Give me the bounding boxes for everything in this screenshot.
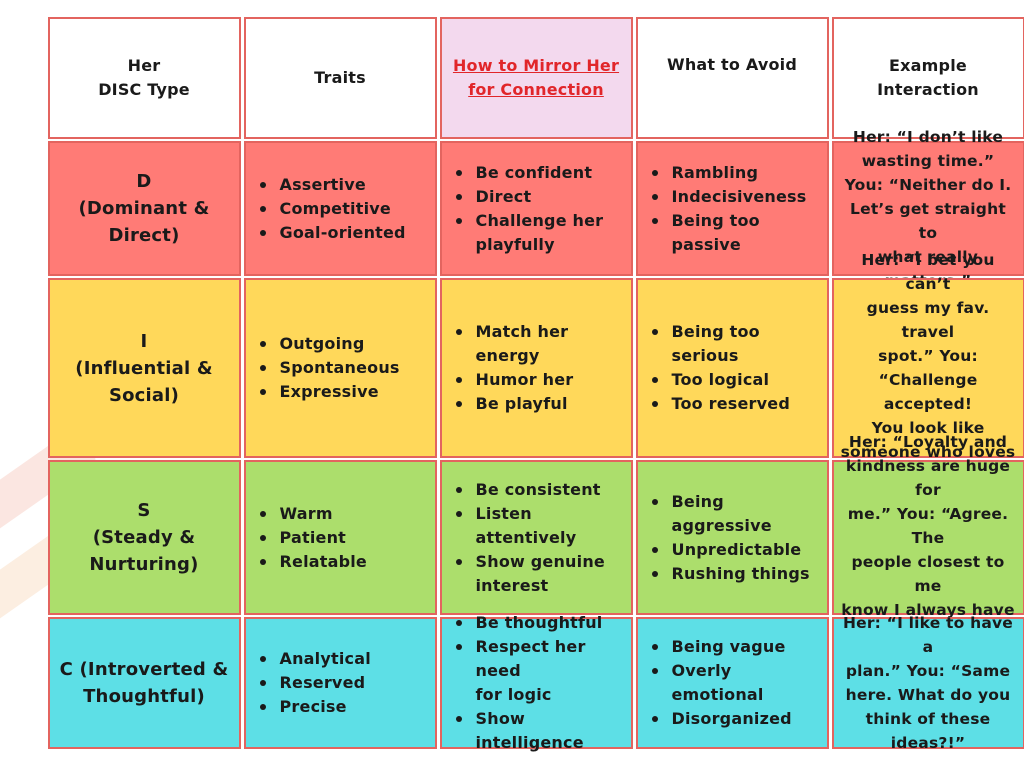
list-item: Rushing things xyxy=(651,562,821,586)
header-example: Example Interaction xyxy=(831,17,1024,139)
row-d-mirror: Be confident Direct Challenge her playfu… xyxy=(439,141,633,276)
list-item: Too reserved xyxy=(651,392,821,416)
row-i-traits: Outgoing Spontaneous Expressive xyxy=(243,278,437,458)
header-mirror-link[interactable]: How to Mirror Her for Connection xyxy=(452,56,620,99)
list-item: Direct xyxy=(455,185,625,209)
list-item: Patient xyxy=(259,526,429,550)
list-item: Goal-oriented xyxy=(259,221,429,245)
row-s-example: Her: “Loyalty and kindness are huge for … xyxy=(831,433,1024,643)
list-item: Warm xyxy=(259,502,429,526)
row-s-mirror: Be consistent Listen attentively Show ge… xyxy=(439,460,633,615)
list-item: Overly emotional xyxy=(651,659,821,707)
list-item: Spontaneous xyxy=(259,356,429,380)
row-d-type: D (Dominant & Direct) xyxy=(47,141,241,276)
row-d-avoid: Rambling Indecisiveness Being too passiv… xyxy=(635,141,829,276)
row-c-traits: Analytical Reserved Precise xyxy=(243,617,437,749)
list-item: Show genuine interest xyxy=(455,550,625,598)
list-item: Being too passive xyxy=(651,209,821,257)
row-i-type: I (Influential & Social) xyxy=(47,278,241,458)
header-disc-type-label: Her DISC Type xyxy=(98,56,190,99)
list-item: Analytical xyxy=(259,647,429,671)
header-avoid: What to Avoid xyxy=(635,17,829,139)
list-item: Unpredictable xyxy=(651,538,821,562)
list-item: Be playful xyxy=(455,392,625,416)
row-c-avoid: Being vague Overly emotional Disorganize… xyxy=(635,617,829,749)
list-item: Humor her xyxy=(455,368,625,392)
header-traits: Traits xyxy=(243,17,437,139)
list-item: Match her energy xyxy=(455,320,625,368)
list-item: Being vague xyxy=(651,635,821,659)
list-item: Challenge her playfully xyxy=(455,209,625,257)
row-i-mirror: Match her energy Humor her Be playful xyxy=(439,278,633,458)
list-item: Disorganized xyxy=(651,707,821,731)
disc-table: Her DISC Type Traits How to Mirror Her f… xyxy=(46,16,1024,752)
list-item: Competitive xyxy=(259,197,429,221)
header-traits-label: Traits xyxy=(314,68,366,87)
row-c-example-text: Her: “I like to have a plan.” You: “Same… xyxy=(842,614,1014,752)
row-d-traits: Assertive Competitive Goal-oriented xyxy=(243,141,437,276)
list-item: Be confident xyxy=(455,161,625,185)
row-c-example: Her: “I like to have a plan.” You: “Same… xyxy=(831,614,1024,752)
row-c-type-label: C (Introverted & Thoughtful) xyxy=(59,659,229,707)
header-mirror: How to Mirror Her for Connection xyxy=(439,17,633,139)
header-avoid-label: What to Avoid xyxy=(666,55,798,74)
list-item: Reserved xyxy=(259,671,429,695)
list-item: Being too serious xyxy=(651,320,821,368)
list-item: Listen attentively xyxy=(455,502,625,550)
list-item: Be thoughtful xyxy=(455,611,625,635)
list-item: Be consistent xyxy=(455,478,625,502)
list-item: Too logical xyxy=(651,368,821,392)
list-item: Precise xyxy=(259,695,429,719)
header-example-label: Example Interaction xyxy=(877,56,979,99)
row-s-type: S (Steady & Nurturing) xyxy=(47,460,241,615)
list-item: Show intelligence xyxy=(455,707,625,755)
row-c-type: C (Introverted & Thoughtful) xyxy=(47,617,241,749)
list-item: Being aggressive xyxy=(651,490,821,538)
row-d-example: Her: “I don’t like wasting time.” You: “… xyxy=(831,128,1024,290)
row-s-type-label: S (Steady & Nurturing) xyxy=(89,500,199,575)
header-disc-type: Her DISC Type xyxy=(47,17,241,139)
row-d-type-label: D (Dominant & Direct) xyxy=(78,171,210,246)
list-item: Indecisiveness xyxy=(651,185,821,209)
list-item: Rambling xyxy=(651,161,821,185)
row-s-traits: Warm Patient Relatable xyxy=(243,460,437,615)
row-s-avoid: Being aggressive Unpredictable Rushing t… xyxy=(635,460,829,615)
list-item: Outgoing xyxy=(259,332,429,356)
list-item: Assertive xyxy=(259,173,429,197)
list-item: Relatable xyxy=(259,550,429,574)
row-i-avoid: Being too serious Too logical Too reserv… xyxy=(635,278,829,458)
row-c-mirror: Be thoughtful Respect her need for logic… xyxy=(439,613,633,752)
row-d-example-text: Her: “I don’t like wasting time.” You: “… xyxy=(844,127,1012,290)
list-item: Respect her need for logic xyxy=(455,635,625,707)
list-item: Expressive xyxy=(259,380,429,404)
row-i-type-label: I (Influential & Social) xyxy=(75,330,213,406)
